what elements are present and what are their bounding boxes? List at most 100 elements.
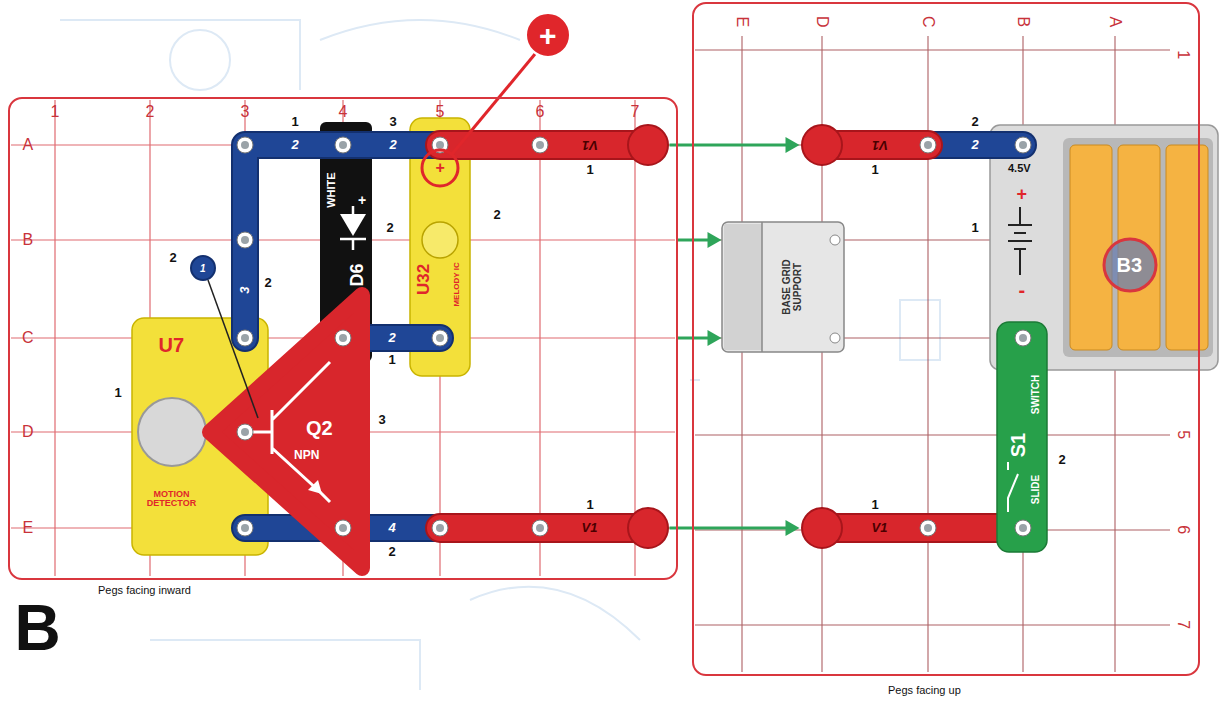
grid-coordinate: 1 [1174, 50, 1192, 59]
slide-switch-s1 [1008, 462, 1018, 512]
battery-holder-b3 [990, 125, 1218, 370]
callout-number: + [1017, 185, 1028, 205]
wire-end [628, 125, 668, 165]
grid-coordinate: C [22, 329, 34, 347]
callout [422, 13, 570, 186]
callout-number: 1 [587, 498, 594, 512]
battery-holder-b3 [1070, 145, 1112, 350]
part-label: V1 [582, 521, 598, 535]
snaps [237, 137, 1031, 536]
grid-lines [11, 100, 675, 576]
wire [822, 145, 1023, 528]
background-watermark [60, 20, 940, 690]
motion-detector: U7MOTION DETECTOR [132, 318, 268, 555]
wire [822, 145, 1010, 528]
callout-number: 2 [494, 208, 501, 222]
arrow-head [786, 137, 800, 153]
part-label: BASE GRID SUPPORT [781, 252, 803, 322]
part-label: SLIDE [1030, 475, 1041, 504]
battery-holder-b3 [1104, 239, 1156, 291]
part-label: MOTION DETECTOR [132, 490, 212, 510]
snaps [532, 137, 548, 153]
callout [452, 54, 535, 154]
green-arrow [670, 520, 800, 536]
background-watermark [60, 20, 700, 690]
part-label: MELODY IC [452, 262, 461, 306]
battery-holder-b3 [990, 125, 1218, 370]
grid-coordinate: 6 [536, 103, 545, 121]
snaps [335, 330, 351, 346]
callout-number: 3 [379, 413, 386, 427]
callout-number: 1 [115, 386, 122, 400]
panel-caption: B [15, 593, 61, 663]
part-label: WHITE [325, 172, 337, 207]
part-label: SWITCH [1030, 375, 1041, 414]
motion-detector-u7 [138, 398, 206, 466]
callout-number: 1 [292, 115, 299, 129]
grid-coordinate: B [1014, 16, 1032, 27]
red-wire: V1 [520, 131, 670, 159]
grid-coordinate: 7 [631, 103, 640, 121]
callout-number: - [1019, 279, 1026, 301]
slide-switch: SLIDE S1 SWITCH [997, 322, 1047, 552]
base-grid-support [722, 222, 844, 352]
red-wire: V1 [800, 131, 928, 159]
callout-number: 3 [238, 287, 252, 294]
arrow-head [786, 520, 800, 536]
base-grid-support [722, 222, 844, 352]
transistor-q2 [308, 480, 322, 494]
snaps [532, 520, 548, 536]
snaps [237, 330, 253, 346]
transistor-q2 [210, 295, 362, 568]
part-label: NPN [294, 449, 319, 462]
arrow-head [708, 330, 722, 346]
green-arrow [670, 137, 800, 153]
grid-coordinate: C [919, 16, 937, 28]
part-label: B3 [1117, 254, 1143, 276]
grid-coordinate: 4 [339, 103, 348, 121]
grid-coordinate: D [22, 423, 34, 441]
callout-number: 2 [390, 138, 397, 152]
wire-end [628, 125, 668, 548]
callout-number: 1 [872, 498, 879, 512]
part-label: U7 [159, 334, 185, 356]
snaps [237, 137, 253, 153]
red-wire: V1 [520, 514, 670, 542]
battery-holder-b3 [1063, 138, 1213, 357]
jumper-snap [191, 256, 258, 418]
callout-number: 2 [972, 138, 979, 152]
battery-holder: 4.5VB3 [990, 125, 1218, 370]
base-grid-support [830, 333, 840, 343]
wire [440, 145, 640, 528]
callout-number: 2 [387, 221, 394, 235]
grid-coordinate: 3 [241, 103, 250, 121]
callout-number: 2 [389, 331, 396, 345]
part-label: U32 [415, 264, 434, 295]
panel-caption: Pegs facing up [888, 684, 961, 696]
part-label: V1 [582, 138, 598, 152]
callout-number: + [358, 193, 366, 208]
snaps [1015, 330, 1031, 346]
slide-switch-s1 [997, 322, 1047, 552]
wire-end [802, 125, 842, 165]
callout [422, 150, 458, 186]
jumper-snap [208, 280, 258, 418]
breadboard-panel: BPegs facing inwardU7MOTION DETECTORQ2NP… [8, 97, 678, 580]
callout [526, 13, 570, 57]
snaps [1015, 137, 1031, 153]
grid-coordinate: 7 [1174, 620, 1192, 629]
callout-number: 2 [170, 251, 177, 265]
grid-coordinate: 2 [146, 103, 155, 121]
green-arrow [678, 232, 722, 248]
callout-number: 1 [389, 353, 396, 367]
part-label: S1 [1007, 432, 1029, 456]
battery-holder-b3 [1166, 145, 1208, 350]
callout-number: 1 [872, 163, 879, 177]
transistor-q2 [210, 295, 362, 568]
grid-coordinate: A [23, 136, 34, 154]
callout-number: 2 [265, 276, 272, 290]
snaps [920, 137, 936, 153]
base-grid-support [830, 235, 840, 245]
green-arrow [678, 330, 722, 346]
base-grid-support [761, 222, 763, 352]
